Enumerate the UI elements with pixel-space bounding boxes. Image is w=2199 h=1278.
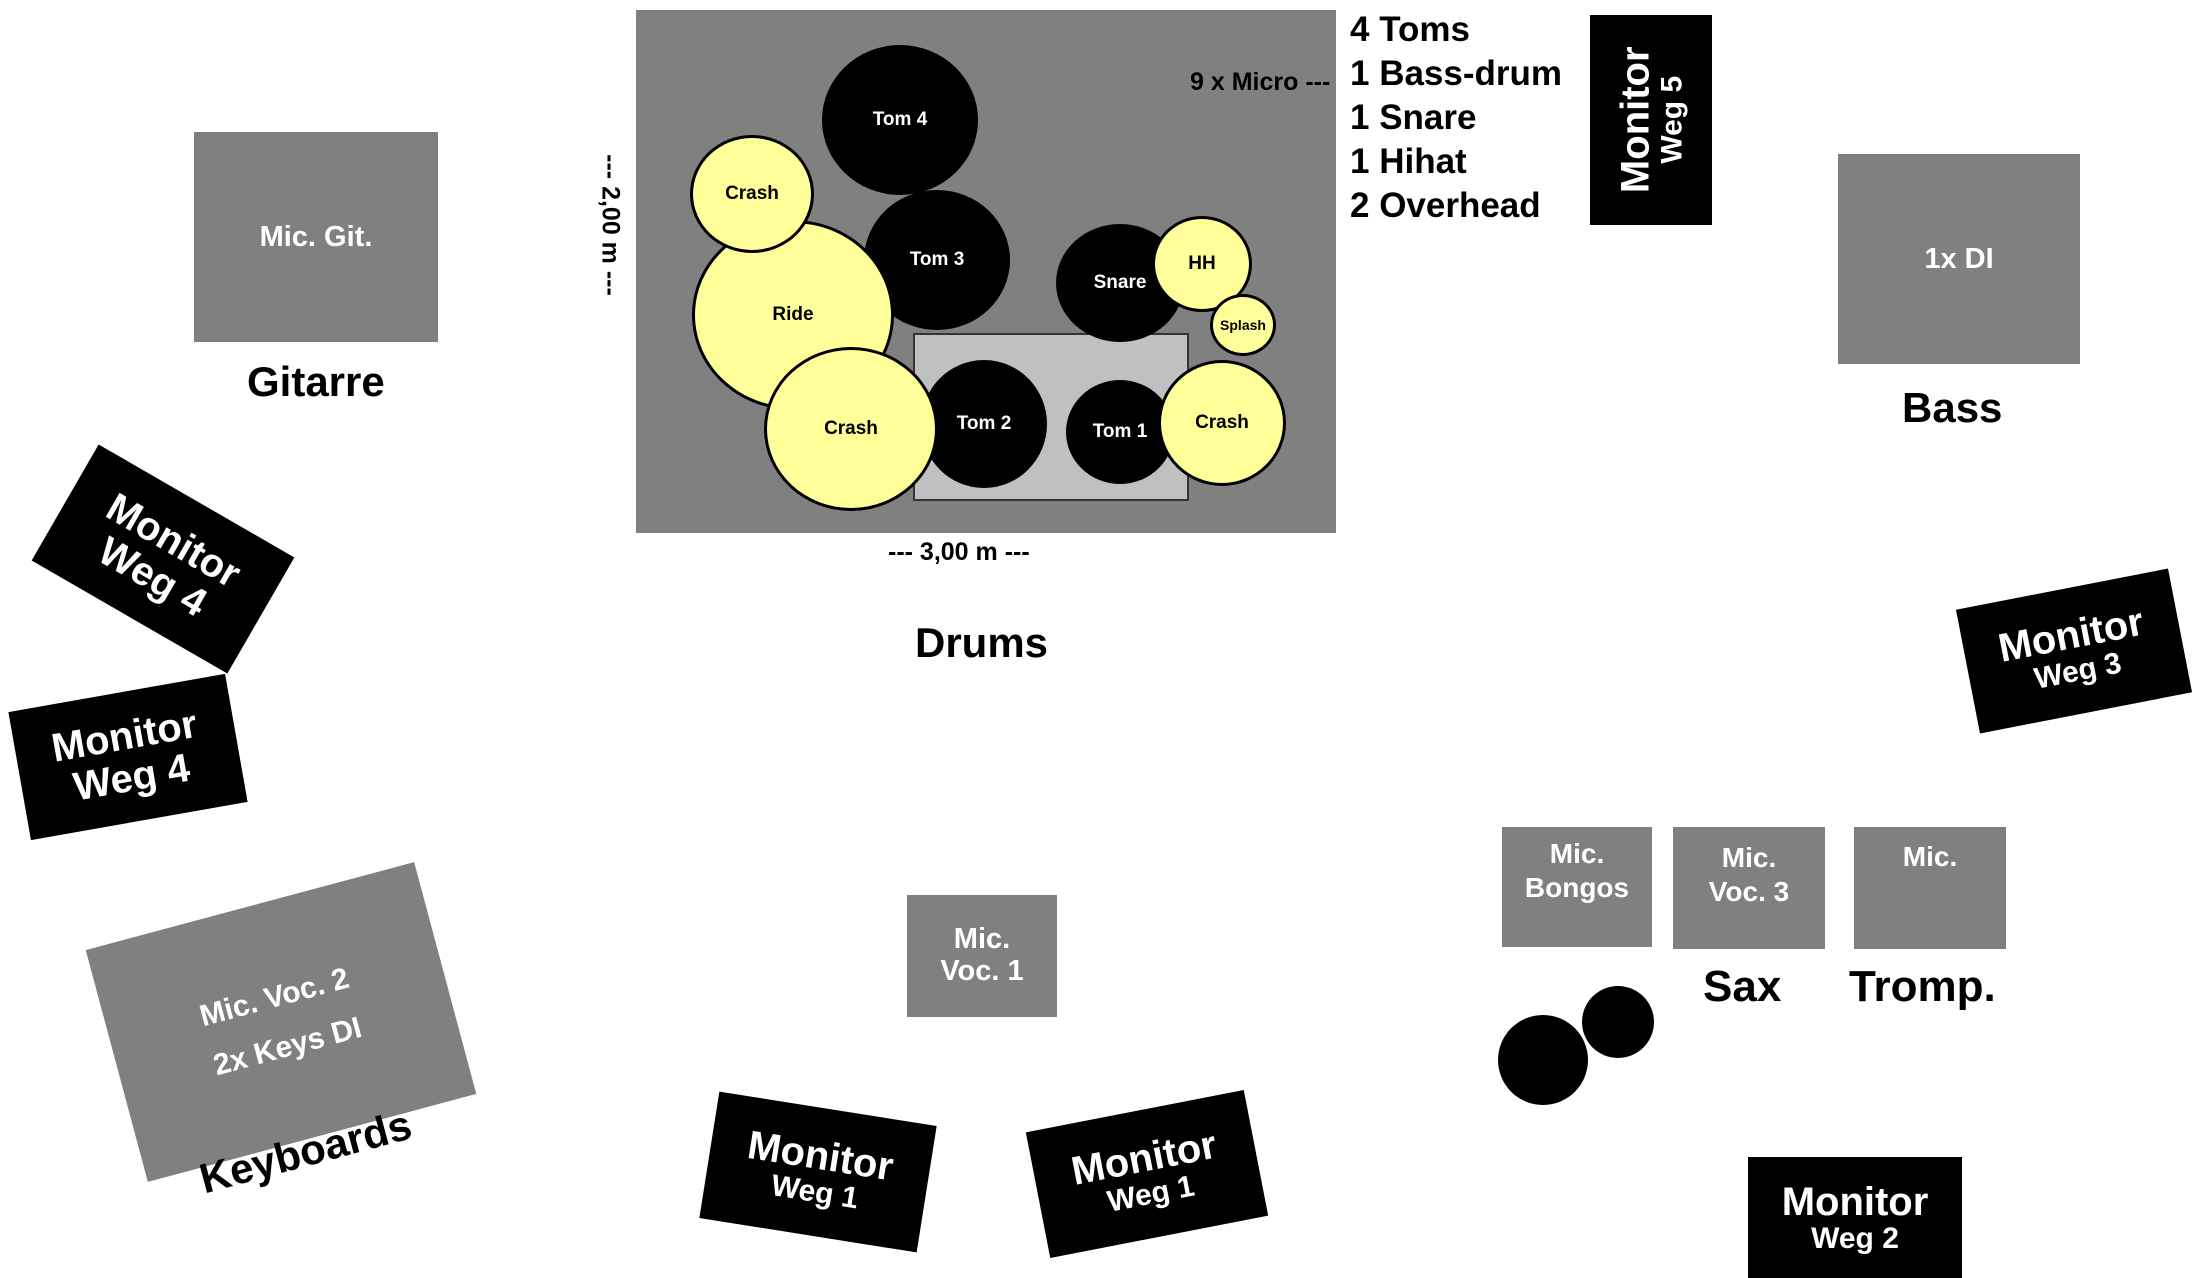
monitor-weg-2: Monitor Weg 2 [1748, 1157, 1962, 1278]
bongos-mic-box: Mic. Bongos [1502, 827, 1652, 947]
monitor-weg-4-lower: Monitor Weg 4 [8, 673, 248, 841]
monitor-weg-1-right: Monitor Weg 1 [1025, 1089, 1269, 1259]
drum-mic-item: 2 Overhead [1350, 186, 1541, 225]
tromp-label: Tromp. [1849, 962, 1996, 1011]
bongo-drum-large [1498, 1015, 1588, 1105]
drum-crash-2: Crash [764, 347, 938, 511]
sax-label: Sax [1703, 962, 1782, 1011]
micro-count-label: 9 x Micro --- [1190, 68, 1331, 96]
monitor-weg-4-upper: Monitor Weg 4 [31, 444, 295, 674]
drum-mic-list: 4 Toms 1 Bass-drum 1 Snare 1 Hihat 2 Ove… [1350, 8, 1562, 228]
monitor-weg-5: Monitor Weg 5 [1590, 15, 1712, 225]
drums-label: Drums [915, 619, 1049, 666]
sax-mic-box: Mic. Voc. 3 [1673, 827, 1825, 949]
drum-mic-item: 1 Bass-drum [1350, 54, 1563, 93]
drum-splash: Splash [1210, 294, 1276, 356]
drum-tom-3: Tom 3 [864, 190, 1010, 330]
monitor-weg-3: Monitor Weg 3 [1955, 568, 2193, 734]
monitor-weg-1-left: Monitor Weg 1 [699, 1091, 937, 1253]
drum-crash-1: Crash [690, 135, 814, 253]
guitar-mic-box: Mic. Git. [194, 132, 438, 342]
tromp-mic-box: Mic. [1854, 827, 2006, 949]
drum-mic-item: 4 Toms [1350, 10, 1470, 49]
drum-tom-4: Tom 4 [822, 45, 978, 195]
drum-crash-3: Crash [1158, 360, 1286, 486]
drum-mic-item: 1 Snare [1350, 98, 1477, 137]
bongo-drum-small [1582, 986, 1654, 1058]
drum-mic-item: 1 Hihat [1350, 142, 1467, 181]
drum-height-dimension: --- 2,00 m --- [596, 154, 625, 296]
drum-width-dimension: --- 3,00 m --- [888, 538, 1030, 566]
vocal-1-mic-box: Mic. Voc. 1 [907, 895, 1057, 1017]
drum-tom-2: Tom 2 [921, 360, 1047, 488]
guitar-label: Gitarre [247, 358, 385, 405]
bass-label: Bass [1902, 384, 2003, 431]
bass-di-box: 1x DI [1838, 154, 2080, 364]
